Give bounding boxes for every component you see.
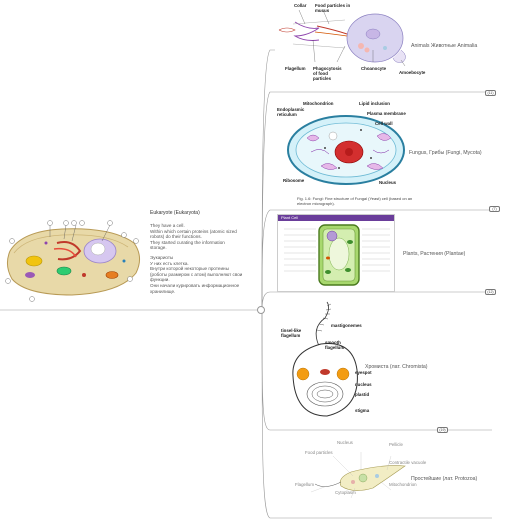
label-tinsel-flagellum: tinsel-like flagellum <box>281 328 302 338</box>
label-ribosome: Ribosome <box>283 178 305 183</box>
root-ru-line: У них есть клетка. <box>150 260 189 266</box>
label-amoebocyte: Amoebocyte <box>399 70 426 75</box>
label-choanocyte: Choanocyte <box>361 66 387 71</box>
root-ru-line: Внутри которой некоторые протеины <box>150 266 229 272</box>
collapse-toggle[interactable] <box>257 306 265 314</box>
sponge-cell-image <box>278 9 406 67</box>
label-nucleus: Nucleus <box>379 180 397 185</box>
label-mitochondrion: Mitochondrion <box>389 482 417 487</box>
label-eyespot: eyespot <box>355 370 372 375</box>
label-plastid: plastid <box>355 392 370 397</box>
branch-badge: (11) <box>485 90 496 96</box>
label-lipid-inclusion: Lipid inclusion <box>359 101 390 106</box>
protozoa-cell-image <box>310 452 406 499</box>
fungi-label: Fungus, Грибы (Fungi, Mycota) <box>409 150 482 156</box>
caption-line: Fig. 1.6: Fungi: Fine structure of Funga… <box>297 196 413 201</box>
plants-label: Plants, Растения (Plantae) <box>403 251 466 257</box>
label-flagellum: Flagellum <box>285 66 306 71</box>
branch-badge: (19) <box>437 427 448 433</box>
label-phagocytosis: Phagocytosis of food particles <box>313 66 342 81</box>
root-node[interactable]: Eukaryote (Eukaryota) They have a cell. … <box>0 205 265 314</box>
label-nucleus: Nucleus <box>337 440 353 445</box>
root-ru-line: функции. <box>150 277 170 283</box>
label-mastigonemes: mastigonemes <box>331 323 362 328</box>
eukaryotic-cell-image <box>5 220 140 302</box>
root-title: Eukaryote (Eukaryota) <box>150 210 200 216</box>
fungal-cell-image <box>287 115 405 185</box>
plant-cell-image <box>318 224 360 286</box>
plant-label-lines <box>284 228 390 272</box>
protozoa-label: Простейшие (лат. Protozoa) <box>411 476 478 482</box>
animals-label: Animals Животные Animalia <box>411 43 478 49</box>
label-endoplasmic-reticulum: Endoplasmic reticulum <box>277 107 305 117</box>
root-en-line: They have a cell. <box>150 223 185 228</box>
label-flagellum: Flagellum <box>295 482 315 487</box>
root-en-line: Within which certain proteins (atomic si… <box>150 228 237 234</box>
label-smooth-flagellum: smooth flagellum <box>325 340 345 350</box>
root-en-line: storage. <box>150 245 167 251</box>
root-ru-line: Они начали курировать информационное <box>150 282 240 288</box>
label-food-particles: Food particles <box>305 450 333 455</box>
label-cell-wall: Cell wall <box>375 121 393 126</box>
root-ru-line: хранилище. <box>150 288 176 294</box>
branch-fungi[interactable]: (11) Mitochondrion Lipid inclusion Endop… <box>275 90 505 210</box>
root-text-en: They have a cell. Within which certain p… <box>150 223 237 251</box>
branch-protozoa[interactable]: (19) Nucleus Food particles Flagellum Cy… <box>275 427 505 522</box>
label-food-particles: Food particles in mucus <box>315 3 351 13</box>
branch-badge: (7) <box>489 206 500 212</box>
branch-animals[interactable]: Collar Food particles in mucus Flagellum… <box>275 0 505 90</box>
root-ru-line: Эукариоты <box>150 255 174 260</box>
root-en-line: They started curating the information <box>150 239 225 245</box>
chromista-cell-image <box>292 301 358 417</box>
label-plasma-membrane: Plasma membrane <box>367 111 406 116</box>
chromista-label: Хромиста (лат. Chromista) <box>365 364 428 370</box>
label-pellicle: Pellicle <box>389 442 403 447</box>
label-nucleus: nucleus <box>355 382 372 387</box>
label-contractile-vacuole: Contractile vacuole <box>389 460 427 465</box>
root-ru-line: (роботы размером с атом) выполняют свои <box>150 271 243 277</box>
root-en-line: robots) do their functions. <box>150 234 202 240</box>
label-collar: Collar <box>294 3 307 8</box>
root-text-ru: Эукариоты У них есть клетка. Внутри кото… <box>150 255 242 294</box>
caption-line: electron micrograph). <box>297 201 335 206</box>
fungi-caption: Fig. 1.6: Fungi: Fine structure of Funga… <box>297 196 412 206</box>
plant-cell-panel: Plant Cell <box>277 214 395 292</box>
branch-plants[interactable]: (7) Plant Cell Plants, Растения (Plantae… <box>275 206 505 292</box>
branch-badge: (12) <box>485 289 496 295</box>
label-cytoplasm: Cytoplasm <box>335 490 356 495</box>
branch-chromista[interactable]: (12) tinsel-like flagellum mastigonemes … <box>275 289 505 430</box>
plant-cell-title: Plant Cell <box>278 215 394 221</box>
label-mitochondrion: Mitochondrion <box>303 101 334 106</box>
label-stigma: stigma <box>355 408 370 413</box>
